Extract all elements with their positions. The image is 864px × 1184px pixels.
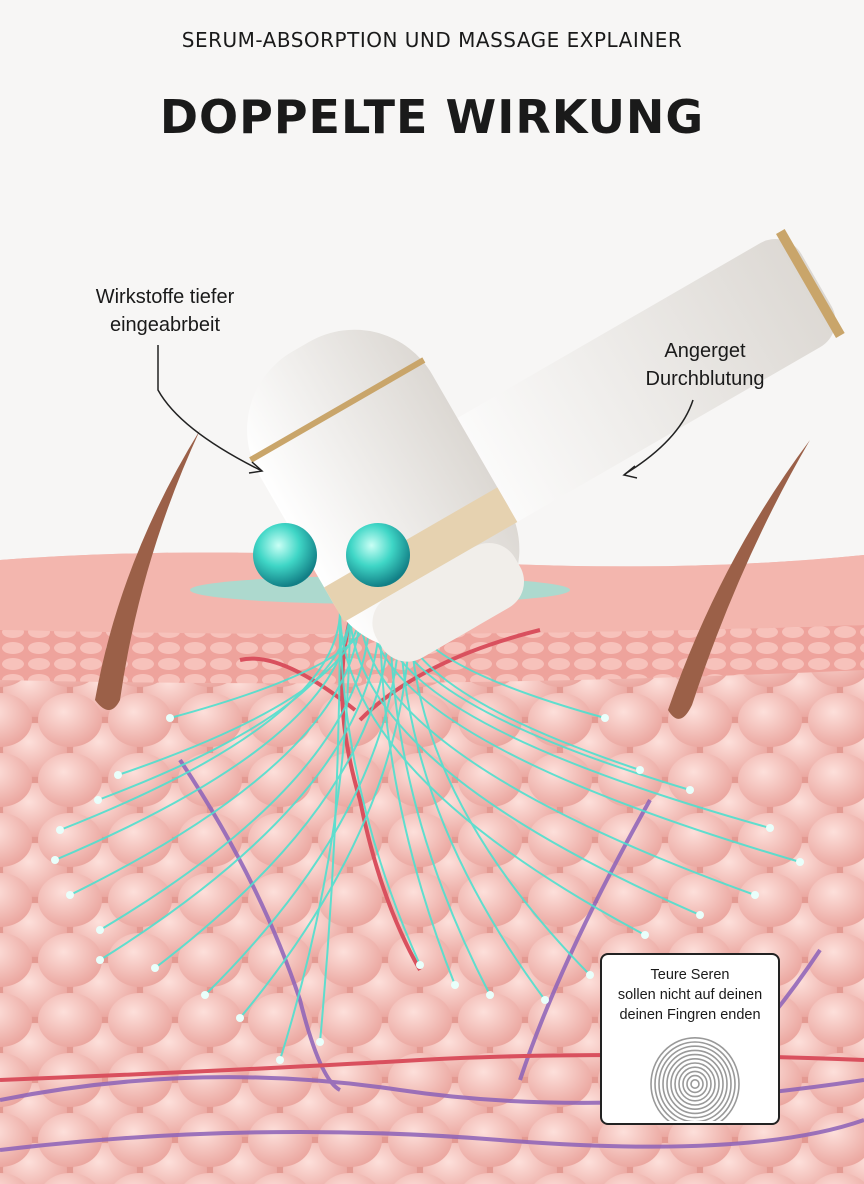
fingerprint-ridge xyxy=(674,1062,716,1106)
page-title: DOPPELTE WIRKUNG xyxy=(159,90,705,144)
callout-right-line2: Durchblutung xyxy=(645,368,765,390)
serum-stream xyxy=(99,609,381,961)
info-card: Teure Seren sollen nicht auf deinen dein… xyxy=(600,953,780,1125)
serum-stream xyxy=(349,609,701,916)
serum-dot xyxy=(796,858,804,866)
serum-dot xyxy=(114,771,122,779)
serum-dot xyxy=(166,714,174,722)
serum-dot xyxy=(96,956,104,964)
serum-dot xyxy=(636,766,644,774)
serum-stream xyxy=(379,609,456,986)
fingerprint-icon xyxy=(650,1037,740,1121)
serum-stream xyxy=(54,609,351,861)
serum-stream xyxy=(369,609,801,863)
serum-stream xyxy=(239,609,411,1019)
callout-left-line2: eingeabrbeit xyxy=(109,314,221,336)
card-line2: sollen nicht auf deinen xyxy=(617,987,763,1003)
fingerprint-ridge xyxy=(662,1049,728,1119)
serum-stream xyxy=(97,609,351,801)
serum-stream xyxy=(389,609,491,996)
serum-dot xyxy=(316,1038,324,1046)
serum-dot xyxy=(451,981,459,989)
serum-stream xyxy=(279,609,351,1061)
serum-dot xyxy=(56,826,64,834)
serum-dot xyxy=(66,891,74,899)
serum-dot xyxy=(276,1056,284,1064)
fingerprint-ridge xyxy=(666,1053,724,1115)
serum-dot xyxy=(641,931,649,939)
callout-right: Angerget Durchblutung xyxy=(620,337,790,393)
callout-left: Wirkstoffe tiefer eingeabrbeit xyxy=(60,283,270,339)
callout-left-line1: Wirkstoffe tiefer xyxy=(95,286,235,308)
serum-dot xyxy=(541,996,549,1004)
serum-stream xyxy=(59,609,341,831)
serum-dot xyxy=(686,786,694,794)
serum-stream xyxy=(339,609,646,936)
serum-stream xyxy=(204,609,401,996)
serum-stream xyxy=(117,609,361,776)
card-line3: deinen Fingren enden xyxy=(619,1007,761,1023)
serum-dot xyxy=(696,911,704,919)
serum-stream xyxy=(99,609,371,931)
fingerprint-ridge xyxy=(678,1066,712,1102)
serum-dot xyxy=(96,926,104,934)
serum-stream xyxy=(319,609,341,1043)
serum-dot xyxy=(236,1014,244,1022)
serum-dot xyxy=(486,991,494,999)
massage-device xyxy=(247,229,845,662)
serum-stream xyxy=(359,609,756,896)
serum-dot xyxy=(586,971,594,979)
fingerprint-ridge xyxy=(682,1070,708,1098)
serum-dot xyxy=(94,796,102,804)
serum-dot xyxy=(51,856,59,864)
serum-stream xyxy=(69,609,361,896)
fingerprint-ridge xyxy=(654,1041,736,1121)
serum-dot xyxy=(751,891,759,899)
fingerprint-ridge xyxy=(690,1078,700,1089)
serum-dot xyxy=(201,991,209,999)
serum-dot xyxy=(416,961,424,969)
subtitle: SERUM-ABSORPTION UND MASSAGE EXPLAINER xyxy=(181,28,683,52)
serum-dot xyxy=(601,714,609,722)
serum-stream xyxy=(339,609,421,966)
fingerprint-ridge xyxy=(658,1045,732,1121)
fingerprint-ridge xyxy=(650,1037,740,1121)
callout-right-line1: Angerget xyxy=(664,340,746,362)
card-line1: Teure Seren xyxy=(650,967,730,983)
fingerprint-ridge xyxy=(670,1057,720,1111)
fingerprint-ridge xyxy=(686,1074,704,1094)
serum-dot xyxy=(766,824,774,832)
serum-dot xyxy=(151,964,159,972)
